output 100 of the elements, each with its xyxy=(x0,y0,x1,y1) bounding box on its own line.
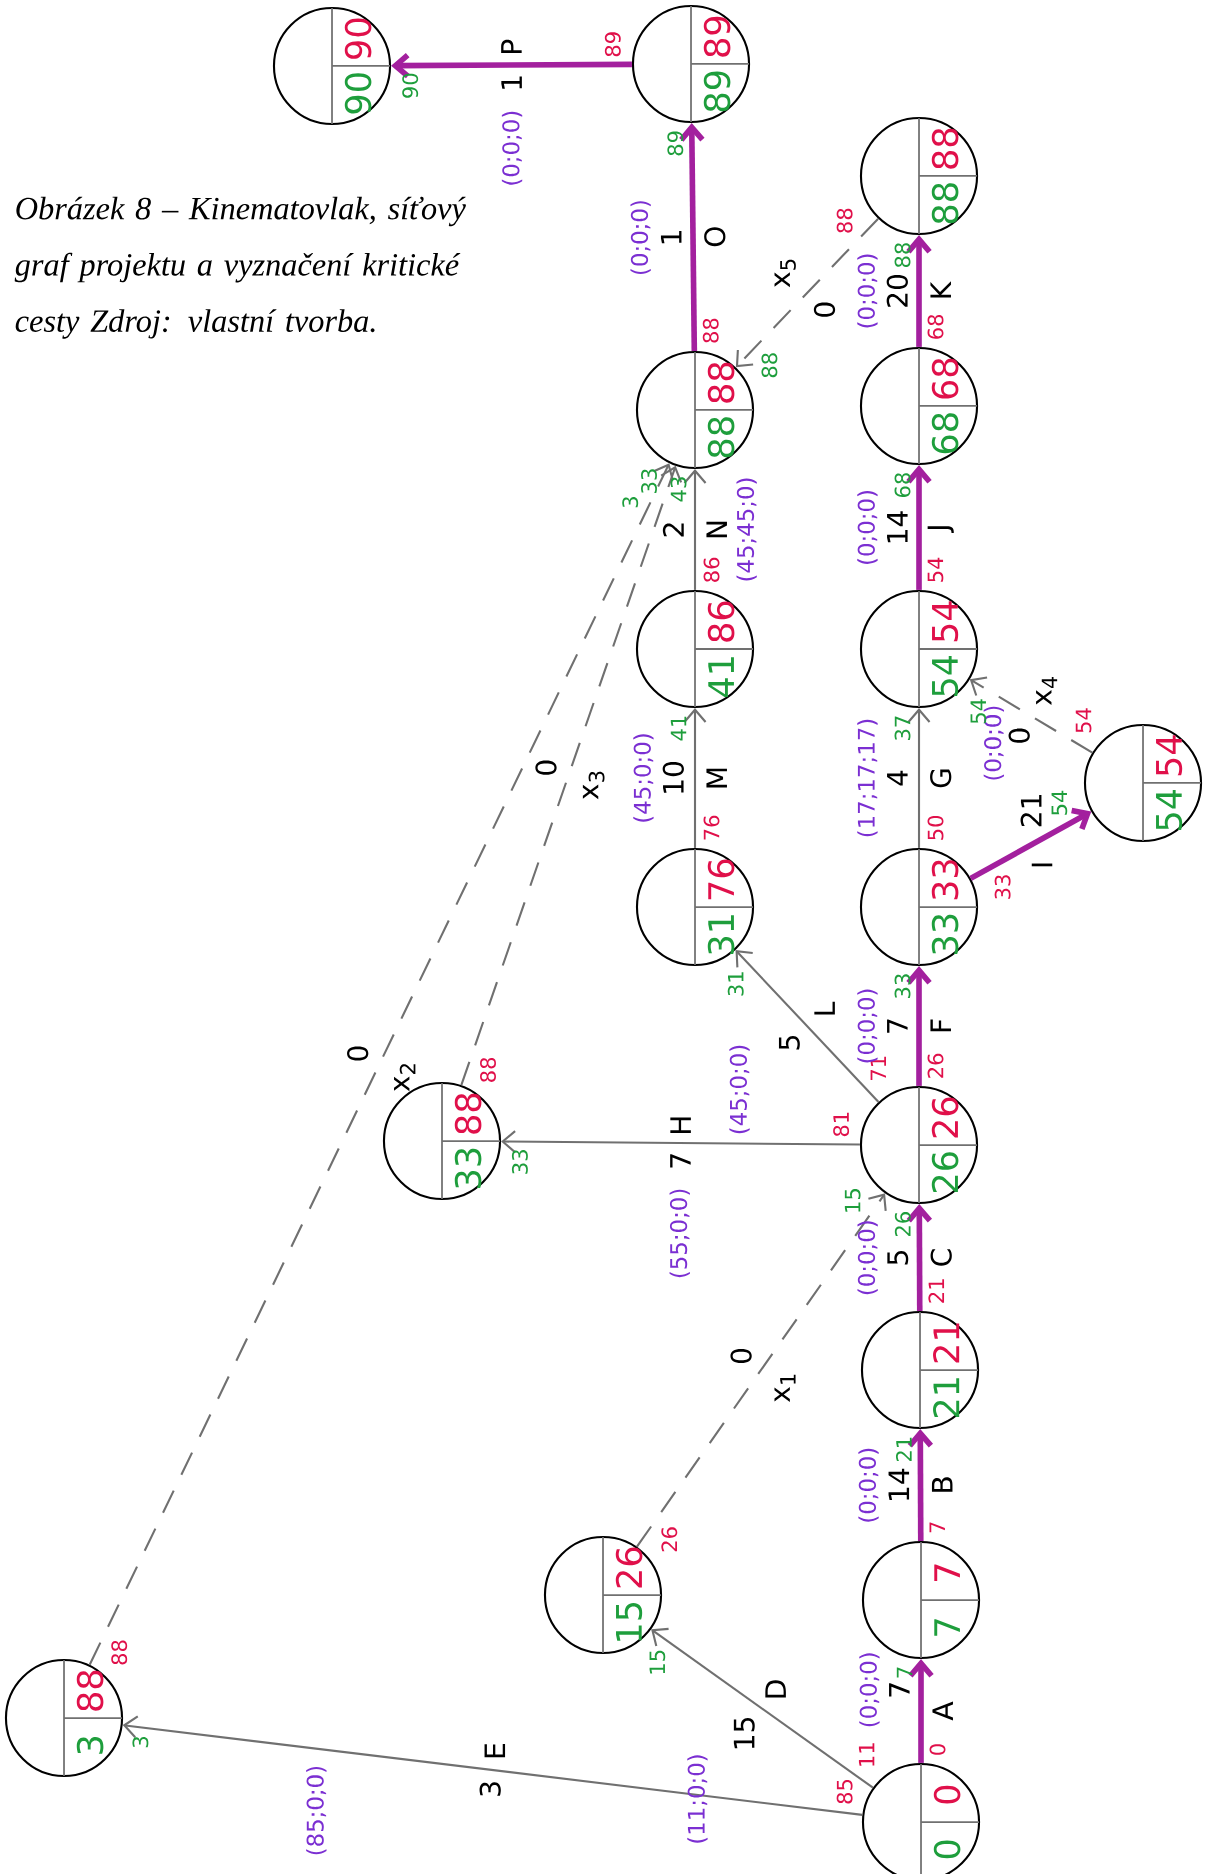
duration-label: 14 xyxy=(887,511,908,543)
arrow xyxy=(501,1130,860,1153)
event-node xyxy=(859,1085,979,1205)
caption: Obrázek 8 – Kinematovlak, síťový graf projektu a vyznačení kritické cesty Zdroj: vlastní tvorba. xyxy=(14,196,466,339)
node-number: 0 xyxy=(933,1840,961,1859)
arrow xyxy=(683,708,707,848)
node-number: 76 xyxy=(707,859,735,900)
duration-label: 7 xyxy=(670,1154,691,1168)
duration-label: 20 xyxy=(886,274,908,307)
float-label: (0;0;0) xyxy=(501,111,523,185)
node-number: 7 xyxy=(934,1564,960,1582)
edge-label: L xyxy=(814,1001,835,1015)
event-node xyxy=(859,847,979,967)
arrow xyxy=(122,1715,863,1816)
duration-label: 15 xyxy=(733,1718,755,1749)
arrow xyxy=(391,52,632,79)
time-label: 7 xyxy=(929,1522,945,1533)
time-label: 88 xyxy=(836,208,853,233)
time-label: 54 xyxy=(927,557,944,582)
edge-label: M xyxy=(706,768,727,788)
edge-label: J xyxy=(927,526,954,534)
edge-label: x$_{3}$ xyxy=(582,771,605,800)
arrow xyxy=(679,123,705,351)
time-label: 68 xyxy=(894,473,911,498)
duration-label: 0 xyxy=(347,1046,369,1061)
time-label: 90 xyxy=(402,73,419,98)
edge-label: D xyxy=(765,1680,786,1698)
arrow xyxy=(906,465,932,590)
float-label: (17;17;17) xyxy=(857,719,878,837)
time-label: 50 xyxy=(927,815,944,840)
node-number: 54 xyxy=(932,655,959,696)
node-number: 54 xyxy=(932,601,959,642)
edge-label: G xyxy=(930,769,952,788)
float-label: (45;0;0) xyxy=(729,1045,750,1134)
node-number: 88 xyxy=(454,1093,482,1134)
float-label: (0;0;0) xyxy=(859,1653,880,1727)
event-node xyxy=(272,6,392,126)
edge-label: E xyxy=(484,1743,506,1758)
edge-label: x$_{5}$ xyxy=(774,259,796,288)
time-label: 21 xyxy=(896,1437,912,1462)
node-number: 3 xyxy=(76,1736,104,1754)
edge-label: K xyxy=(930,281,951,298)
time-label: 89 xyxy=(604,32,621,57)
float-label: (11;0;0) xyxy=(687,1755,708,1843)
edge-label: x$_{4}$ xyxy=(1036,676,1058,705)
arrow xyxy=(460,465,683,1086)
arrow xyxy=(906,235,932,347)
time-label: 21 xyxy=(928,1279,945,1303)
float-label: (85;0;0) xyxy=(306,1766,327,1855)
duration-label: 5 xyxy=(778,1036,800,1050)
float-label: (55;0;0) xyxy=(669,1189,690,1278)
node-number: 0 xyxy=(933,1785,961,1804)
float-label: (0;0;0) xyxy=(857,254,878,328)
time-label: 88 xyxy=(702,318,719,343)
node-number: 26 xyxy=(615,1547,643,1588)
float-label: (0;0;0) xyxy=(857,1221,878,1295)
duration-label: 0 xyxy=(1008,728,1030,743)
arrow xyxy=(906,966,932,1086)
event-node xyxy=(635,589,755,709)
duration-label: 7 xyxy=(889,1683,910,1697)
node-number: 88 xyxy=(707,417,735,458)
time-label: 26 xyxy=(894,1212,911,1237)
time-label: 33 xyxy=(511,1150,528,1174)
time-label: 54 xyxy=(1075,708,1092,733)
arrow xyxy=(735,217,879,368)
node-number: 68 xyxy=(931,358,959,399)
node-number: 88 xyxy=(931,183,959,224)
event-node xyxy=(635,350,755,470)
time-label: 68 xyxy=(927,314,944,339)
float-label: (0;0;0) xyxy=(630,201,651,275)
time-label: 26 xyxy=(927,1053,944,1078)
edge-label: O xyxy=(704,227,726,247)
node-number: 33 xyxy=(454,1148,482,1188)
node-number: 21 xyxy=(933,1323,960,1363)
node-number: 68 xyxy=(931,413,959,454)
node-number: 31 xyxy=(707,915,735,954)
duration-label: 2 xyxy=(662,523,684,537)
edge-label: I xyxy=(1031,863,1053,867)
node-number: 90 xyxy=(344,18,372,59)
duration-label: 3 xyxy=(479,1782,501,1796)
time-label: 81 xyxy=(833,1112,850,1137)
event-node xyxy=(859,116,979,236)
float-label: (0;0;0) xyxy=(858,1448,879,1522)
time-label: 43 xyxy=(670,477,687,502)
node-number: 54 xyxy=(1156,735,1183,776)
duration-label: 14 xyxy=(888,1468,910,1500)
float-label: (45;45;0) xyxy=(736,478,757,581)
event-node xyxy=(631,4,751,124)
arrow xyxy=(969,807,1092,881)
duration-label: 0 xyxy=(535,760,557,775)
node-number: 26 xyxy=(931,1152,959,1193)
duration-label: 21 xyxy=(1020,795,1042,827)
edge-label: x$_{1}$ xyxy=(774,1374,796,1402)
node-number: 7 xyxy=(934,1619,960,1636)
time-label: 15 xyxy=(649,1650,666,1674)
duration-label: 1 xyxy=(660,230,682,244)
node-number: 33 xyxy=(931,914,959,954)
time-label: 31 xyxy=(727,972,744,996)
time-label: 26 xyxy=(661,1527,678,1552)
time-label: 15 xyxy=(844,1189,861,1212)
